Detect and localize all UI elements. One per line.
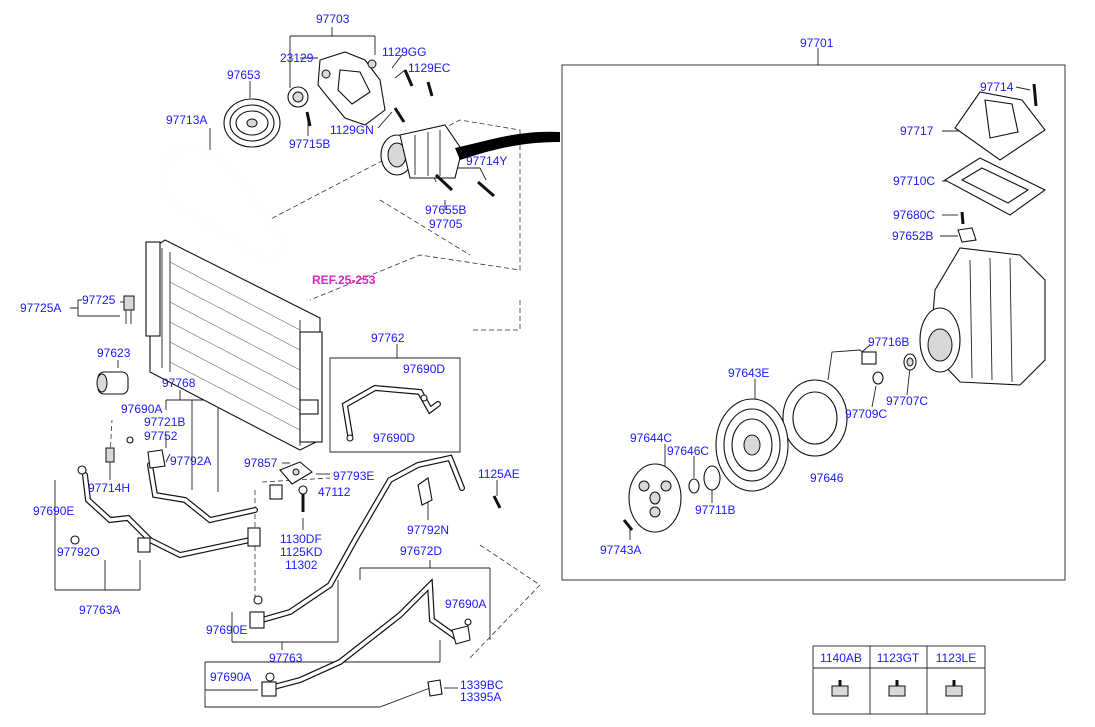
label-1129GN: 1129GN (330, 123, 374, 137)
part-labels: 97703 23129 1129GG 1129EC 97653 97713A 1… (20, 12, 1014, 704)
label-97768: 97768 (162, 376, 196, 390)
compressor-small (380, 124, 463, 179)
label-97714H: 97714H (88, 481, 130, 495)
label-97792N: 97792N (407, 523, 449, 537)
pressure-switch (123, 295, 135, 324)
label-97690A-3: 97690A (210, 670, 251, 684)
pipe-bracket (269, 461, 313, 512)
bolt-icon (888, 680, 906, 697)
label-97743A: 97743A (600, 543, 641, 557)
label-97857: 97857 (244, 456, 278, 470)
compressor-bracket (317, 51, 386, 126)
callout-swoosh (455, 131, 560, 160)
label-97690E-1: 97690E (33, 504, 74, 518)
belt (161, 148, 284, 260)
fastener-table: 1140AB 1123GT 1123LE (812, 645, 986, 715)
label-97715B: 97715B (289, 137, 330, 151)
label-97713A: 97713A (166, 113, 207, 127)
reference-label: REF.25-253 (312, 273, 376, 287)
label-97792O: 97792O (57, 545, 100, 559)
label-97725A: 97725A (20, 301, 61, 315)
label-97752: 97752 (144, 429, 178, 443)
label-97644C: 97644C (630, 431, 672, 445)
label-1339BC: 1339BC (460, 678, 504, 692)
label-1129GG: 1129GG (382, 45, 426, 59)
label-97714Y: 97714Y (466, 154, 507, 168)
label-97653: 97653 (227, 68, 261, 82)
label-97643E: 97643E (728, 366, 769, 380)
bolt-icon (831, 680, 849, 697)
label-23129: 23129 (280, 51, 314, 65)
label-1129EC: 1129EC (408, 61, 451, 75)
label-97690D-2: 97690D (373, 431, 415, 445)
label-97710C: 97710C (893, 174, 935, 188)
label-13395A: 13395A (460, 690, 501, 704)
label-97725: 97725 (82, 293, 116, 307)
receiver-drier (96, 371, 129, 395)
table-header-3: 1123LE (936, 651, 976, 665)
label-47112: 47112 (318, 485, 351, 499)
label-97705: 97705 (429, 217, 463, 231)
label-97763A: 97763A (79, 603, 120, 617)
pulley (223, 98, 281, 148)
label-97716B: 97716B (868, 335, 909, 349)
bracket-bolts (305, 69, 434, 127)
label-97690E-2: 97690E (206, 623, 247, 637)
bolt-icon (945, 680, 963, 697)
label-97709C: 97709C (845, 407, 887, 421)
label-97672D: 97672D (400, 544, 442, 558)
label-97646C: 97646C (667, 444, 709, 458)
table-header-1: 1140AB (820, 651, 862, 665)
label-97690A-1: 97690A (121, 402, 162, 416)
label-97690D-1: 97690D (403, 362, 445, 376)
label-1125KD: 1125KD (280, 545, 323, 559)
pipes-center (249, 454, 502, 697)
label-97703: 97703 (316, 12, 350, 26)
label-97690A-2: 97690A (445, 597, 486, 611)
label-97707C: 97707C (886, 394, 928, 408)
label-1125AE: 1125AE (478, 467, 520, 481)
idler-pulley (287, 86, 309, 108)
label-1130DF: 1130DF (280, 532, 322, 546)
label-97623: 97623 (97, 346, 131, 360)
label-97646: 97646 (810, 471, 844, 485)
table-header-2: 1123GT (877, 651, 920, 665)
label-97762: 97762 (371, 331, 405, 345)
label-11302: 11302 (285, 558, 318, 572)
label-97701: 97701 (800, 36, 834, 50)
pipes-left (70, 436, 261, 559)
compressor-exploded (622, 83, 1047, 533)
label-97680C: 97680C (893, 208, 935, 222)
label-97711B: 97711B (695, 503, 735, 517)
label-97717: 97717 (900, 124, 934, 138)
mount-bolts (434, 173, 495, 198)
pipe-97762 (299, 384, 441, 442)
label-97792A: 97792A (170, 454, 211, 468)
label-97793E: 97793E (333, 469, 374, 483)
label-97652B: 97652B (892, 229, 933, 243)
label-97655B: 97655B (425, 203, 466, 217)
leader-lines (54, 27, 1066, 708)
label-97763: 97763 (269, 651, 303, 665)
label-97721B: 97721B (144, 415, 185, 429)
label-97714: 97714 (980, 80, 1014, 94)
